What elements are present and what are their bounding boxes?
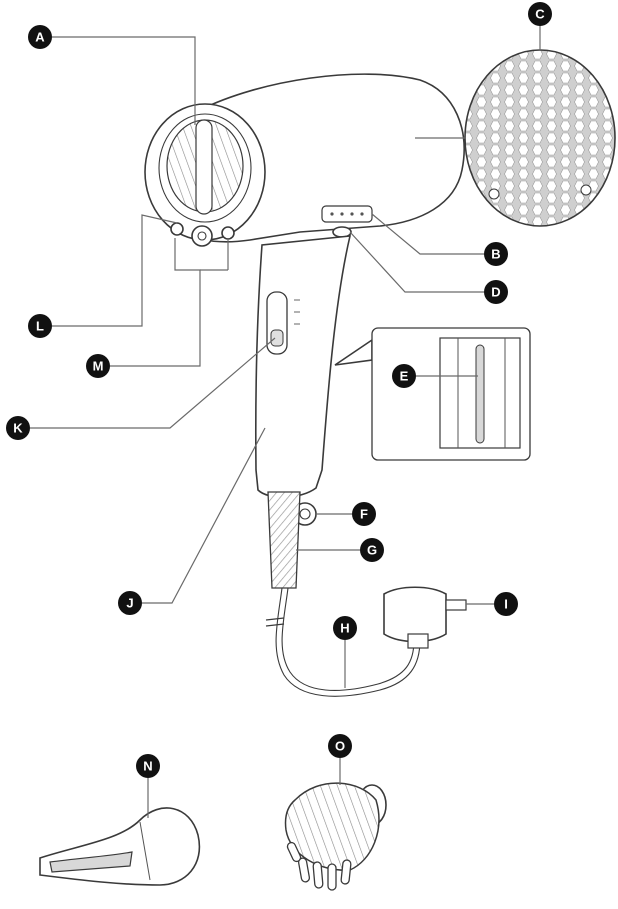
- callout-O: O: [328, 734, 352, 758]
- svg-text:J: J: [126, 596, 133, 611]
- svg-text:H: H: [340, 621, 349, 636]
- ion-dial: [191, 225, 213, 247]
- callout-C: C: [528, 2, 552, 26]
- ion-dial-center: [197, 231, 207, 241]
- leader-A: [52, 36, 196, 125]
- detail-pointer: [334, 338, 373, 366]
- filter-center-bar: [195, 119, 213, 215]
- svg-text:A: A: [35, 30, 45, 45]
- indicator-lights: [321, 205, 373, 223]
- leader-K: [30, 337, 276, 429]
- cord-guard: [267, 491, 301, 589]
- diffuser-prongs: [286, 841, 352, 891]
- dryer-handle: [255, 235, 352, 499]
- callout-E: E: [392, 364, 416, 388]
- callout-F: F: [352, 502, 376, 526]
- callout-G: G: [360, 538, 384, 562]
- svg-text:B: B: [491, 247, 500, 262]
- indicator-dot-3: [350, 212, 354, 216]
- indicator-dot-1: [330, 212, 334, 216]
- leader-M: [110, 238, 201, 367]
- cord-tie-1: [265, 617, 285, 621]
- svg-text:L: L: [36, 319, 44, 334]
- mesh-filter: [464, 49, 616, 227]
- callout-M: M: [86, 354, 110, 378]
- button-right: [221, 226, 235, 240]
- leader-J: [142, 427, 266, 604]
- leader-D: [349, 231, 484, 293]
- callout-K: K: [6, 416, 30, 440]
- svg-text:I: I: [504, 597, 508, 612]
- mesh-filter-screw-left: [488, 188, 500, 200]
- svg-text:C: C: [535, 7, 545, 22]
- nozzle-slot: [49, 851, 133, 873]
- leader-B: [371, 213, 484, 255]
- callout-L: L: [28, 314, 52, 338]
- callout-H: H: [333, 616, 357, 640]
- svg-text:F: F: [360, 507, 368, 522]
- callout-J: J: [118, 591, 142, 615]
- slide-switch-knob: [270, 329, 284, 347]
- callout-B: B: [484, 242, 508, 266]
- plug-prong: [445, 599, 467, 611]
- concentrator-nozzle: [39, 807, 201, 886]
- callout-A: A: [28, 25, 52, 49]
- mesh-filter-screw-right: [580, 184, 592, 196]
- power-cord: [275, 587, 421, 697]
- hanging-loop-inner: [299, 508, 311, 520]
- power-cord-inner: [281, 587, 415, 691]
- callout-I: I: [494, 592, 518, 616]
- callout-D: D: [484, 280, 508, 304]
- svg-text:N: N: [143, 759, 152, 774]
- svg-text:D: D: [491, 285, 500, 300]
- callout-N: N: [136, 754, 160, 778]
- svg-text:E: E: [400, 369, 409, 384]
- power-plug: [383, 586, 447, 643]
- diffuser-cone: [284, 782, 380, 871]
- svg-text:K: K: [13, 421, 23, 436]
- filter-strip: [475, 344, 485, 444]
- indicator-dot-2: [340, 212, 344, 216]
- svg-text:G: G: [367, 543, 377, 558]
- plug-base: [407, 633, 429, 649]
- nozzle-ridge: [139, 821, 151, 881]
- cord-tie-2: [265, 623, 285, 627]
- svg-text:M: M: [93, 359, 104, 374]
- svg-text:O: O: [335, 739, 345, 754]
- rear-intake-inner: [158, 113, 252, 223]
- leader-L: [52, 214, 178, 327]
- button-left: [170, 222, 184, 236]
- indicator-dot-4: [360, 212, 364, 216]
